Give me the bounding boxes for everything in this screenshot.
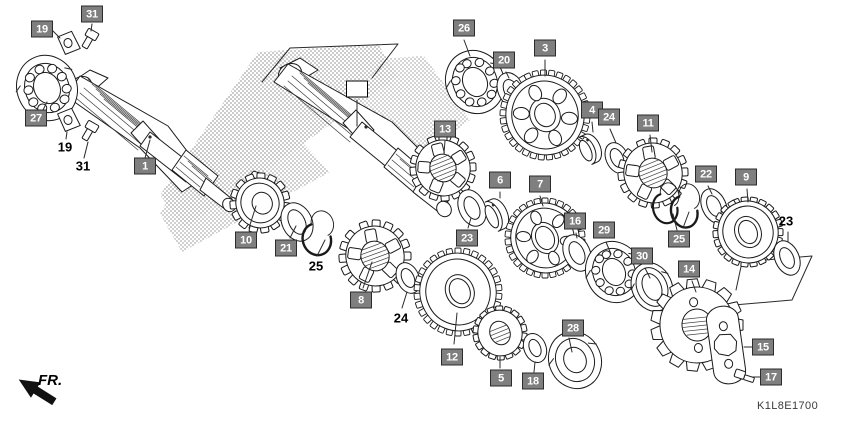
callout-17-c17[interactable]: 17 [760,368,782,386]
callout-8-c8[interactable]: 8 [350,291,372,309]
callout-6-c6[interactable]: 6 [489,171,511,189]
callout-24-c24a[interactable]: 24 [393,310,409,326]
callout-10-c10[interactable]: 10 [235,231,257,249]
callout-23-c23b[interactable]: 23 [778,213,794,229]
callout-13-c13[interactable]: 13 [434,120,456,138]
callout-blank-c2[interactable] [346,80,368,98]
callout-16-c16[interactable]: 16 [564,212,586,230]
front-direction-label: FR. [38,372,63,389]
callout-7-c7[interactable]: 7 [529,175,551,193]
callout-20-c20[interactable]: 20 [493,51,515,69]
callout-3-c3[interactable]: 3 [534,39,556,57]
callout-9-c9[interactable]: 9 [735,168,757,186]
callout-25-c25a[interactable]: 25 [308,258,324,274]
callout-15-c15[interactable]: 15 [752,338,774,356]
callout-14-c14[interactable]: 14 [678,260,700,278]
callout-23-c23a[interactable]: 23 [456,229,478,247]
callout-18-c18[interactable]: 18 [522,372,544,390]
callout-22-c22[interactable]: 22 [695,165,717,183]
callout-24-c24b[interactable]: 24 [598,108,620,126]
callout-21-c21[interactable]: 21 [275,239,297,257]
callout-12-c12[interactable]: 12 [441,348,463,366]
diagram-part-code: K1L8E1700 [757,400,819,412]
callout-28-c28[interactable]: 28 [562,319,584,337]
callout-1-c1[interactable]: 1 [134,157,156,175]
callout-5-c5[interactable]: 5 [490,369,512,387]
front-direction-arrow [18,379,57,406]
callout-29-c29[interactable]: 29 [593,221,615,239]
callout-19-c19a[interactable]: 19 [31,20,53,38]
callout-30-c30[interactable]: 30 [631,247,653,265]
callout-26-c26[interactable]: 26 [453,19,475,37]
callout-27-c27[interactable]: 27 [25,109,47,127]
callout-31-c31a[interactable]: 31 [81,5,103,23]
callout-31-c31b[interactable]: 31 [75,158,91,174]
callout-11-c11[interactable]: 11 [637,114,659,132]
callout-19-c19b[interactable]: 19 [57,139,73,155]
callout-25-c25b[interactable]: 25 [668,230,690,248]
